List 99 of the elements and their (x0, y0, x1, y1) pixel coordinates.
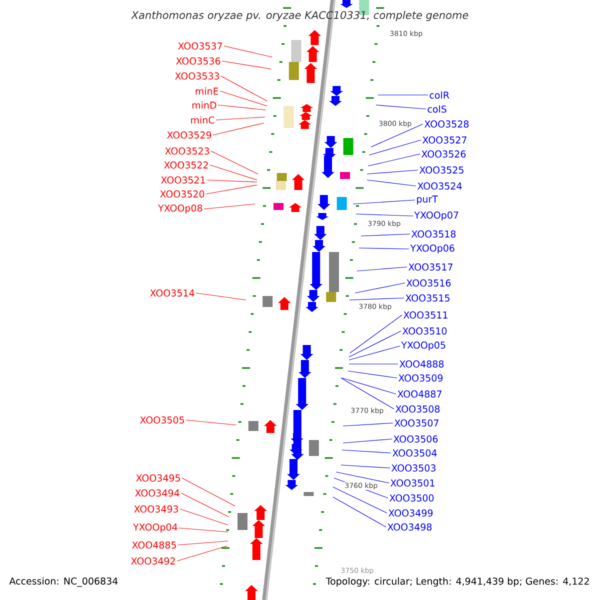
leader-line (342, 422, 394, 426)
gene-label: XOO3503 (391, 464, 436, 472)
gene-label: XOO3528 (424, 120, 469, 128)
leader-line (358, 248, 410, 250)
gene-label: XOO3520 (160, 190, 204, 198)
gene-label: XOO4887 (397, 390, 442, 398)
leader-line (216, 116, 266, 120)
gene-label: XOO3521 (161, 176, 205, 184)
leader-line (348, 346, 400, 360)
gene-label: YXOOp06 (410, 244, 454, 254)
gene-label: XOO3518 (411, 230, 456, 238)
gene-label: purT (417, 196, 438, 204)
gene-label: XOO3516 (406, 279, 451, 287)
gene-label: XOO3522 (164, 161, 208, 169)
leader-line (352, 200, 416, 204)
leader-line (178, 528, 228, 532)
leader-line (340, 464, 390, 468)
leader-line (348, 298, 404, 300)
gene-label: XOO3500 (389, 494, 434, 502)
leader-line (176, 546, 228, 562)
gene-label: XOO3509 (398, 374, 443, 382)
leader-line (342, 450, 392, 454)
leader-line (210, 150, 258, 174)
leader-line (342, 378, 396, 394)
gene-label: XOO3527 (422, 136, 466, 144)
gene-label: XOO3537 (178, 42, 222, 50)
leader-line (340, 378, 394, 410)
leader-line (366, 170, 418, 174)
gene-label: XOO3507 (394, 419, 438, 427)
leader-line (378, 94, 428, 96)
leader-line (178, 540, 228, 546)
leader-line (370, 124, 424, 148)
leader-line (368, 140, 422, 156)
gene-label: XOO3517 (408, 263, 452, 271)
gene-label: XOO3506 (393, 435, 438, 443)
leader-line (206, 184, 258, 194)
leader-line (182, 478, 236, 506)
gene-label: XOO3526 (421, 150, 466, 158)
footer-text: Accession: NC_006834 (9, 577, 118, 587)
gene-label: XOO3492 (131, 557, 175, 565)
leader-line (356, 214, 414, 216)
leader-line (186, 420, 236, 426)
gene-label: XOO3504 (392, 449, 437, 457)
gene-label: XOO4885 (132, 541, 176, 549)
leader-line (218, 104, 266, 110)
footer-text: Topology: circular; Length: 4,941,439 bp; Genes: 4,122 (326, 577, 589, 587)
title: Xanthomonas oryzae pv. oryzae KACC10331, complete genome (130, 10, 468, 22)
gene-label: XOO3505 (140, 416, 184, 424)
gene-label: XOO3501 (390, 479, 434, 487)
gene-label: XOO3514 (150, 289, 194, 297)
leader-line (210, 164, 258, 180)
gene-label: XOO3498 (387, 523, 432, 531)
leader-line (332, 486, 388, 514)
leader-line (348, 330, 402, 358)
leader-line (350, 314, 402, 354)
gene-label: colR (430, 91, 450, 99)
leader-line (224, 46, 272, 58)
leader-line (356, 266, 408, 272)
gene-label: XOO3499 (388, 509, 433, 517)
gene-label: XOO4888 (399, 360, 444, 368)
leader-line (376, 104, 426, 110)
leader-line (360, 234, 410, 236)
leader-line (206, 180, 258, 182)
gene-label: XOO3525 (419, 166, 464, 174)
leader-line (354, 282, 406, 294)
leader-line (204, 204, 256, 210)
leader-line (366, 180, 416, 186)
gene-label: XOO3524 (417, 182, 462, 190)
leader-line (222, 60, 272, 70)
leader-line (342, 438, 392, 444)
leader-line (368, 154, 420, 166)
gene-label: minE (196, 87, 218, 95)
gene-label: YXOOp04 (133, 523, 178, 533)
leader-line (220, 90, 268, 106)
leader-line (336, 472, 390, 484)
gene-label: XOO3511 (403, 311, 448, 319)
gene-label: YXOOp05 (401, 341, 446, 351)
gene-label: XOO3493 (134, 505, 178, 513)
leader-line (348, 370, 398, 378)
gene-label: YXOOp08 (158, 204, 202, 214)
leader-line (196, 292, 246, 300)
leader-line (180, 492, 230, 518)
gene-label: XOO3529 (167, 131, 212, 139)
gene-label: XOO3494 (135, 489, 180, 497)
gene-label: colS (428, 105, 446, 113)
gene-label: XOO3523 (165, 147, 210, 155)
gene-label: XOO3533 (175, 72, 220, 80)
leader-line (212, 122, 264, 136)
gene-label: XOO3536 (176, 57, 220, 65)
leader-line (220, 76, 268, 102)
leader-line (180, 508, 228, 526)
gene-label: XOO3508 (395, 405, 440, 413)
gene-label: minD (192, 101, 216, 109)
gene-label: XOO3495 (136, 474, 180, 482)
gene-label: XOO3510 (402, 327, 447, 335)
gene-label: XOO3515 (405, 294, 450, 302)
leader-line (332, 496, 386, 528)
gene-label: minC (191, 116, 214, 124)
gene-label: YXOOp07 (414, 211, 458, 221)
